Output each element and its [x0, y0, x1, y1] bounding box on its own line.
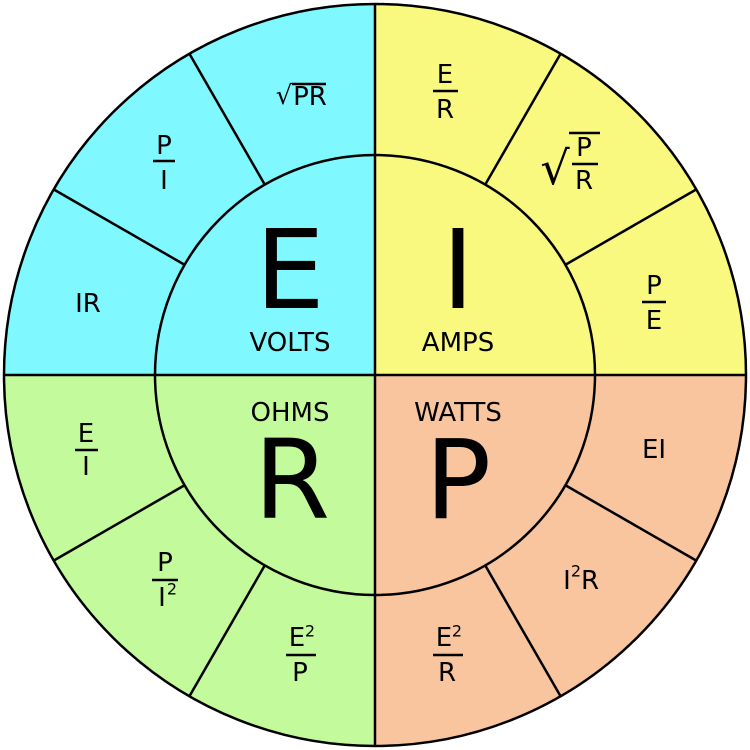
p-over-i-numerator: P — [156, 131, 172, 161]
e-over-i-denominator: I — [82, 452, 90, 482]
formula-p-over-i2: P I 2 — [152, 548, 178, 613]
i2r-base: I — [563, 566, 571, 596]
ohms-unit: OHMS — [251, 398, 330, 428]
formula-e-over-r: E R — [433, 60, 458, 125]
e-over-i-numerator: E — [78, 419, 94, 449]
e-over-r-numerator: E — [437, 60, 453, 90]
e2-over-r-exponent: 2 — [452, 622, 462, 641]
divider-ur-1 — [483, 52, 563, 186]
watts-symbol: P — [425, 416, 491, 544]
formula-e2-over-p: E 2 P — [286, 622, 316, 688]
formula-i2r: I 2 R — [563, 562, 599, 597]
inner-ring — [153, 153, 597, 597]
e2-over-p-exponent: 2 — [305, 622, 315, 641]
sqrt-pr-body: PR — [293, 82, 327, 112]
e2-over-p-denominator: P — [292, 658, 308, 688]
sqrt-p-over-r-numerator: P — [576, 133, 592, 163]
i2r-post: R — [581, 566, 599, 596]
p-over-i2-numerator: P — [157, 548, 173, 578]
formula-ei: EI — [642, 435, 666, 465]
formula-p-over-i: P I — [153, 131, 175, 196]
p-over-e-denominator: E — [646, 306, 662, 336]
formula-ir: IR — [75, 289, 101, 319]
divider-ur-2 — [564, 187, 698, 267]
volts-unit: VOLTS — [249, 328, 330, 358]
p-over-i2-exponent: 2 — [167, 580, 177, 599]
volts-quadrant — [3, 3, 375, 375]
formula-p-over-e: P E — [642, 271, 666, 336]
formula-e-over-i: E I — [75, 419, 98, 482]
divider-ll-1 — [52, 483, 186, 563]
divider-lr-1 — [564, 483, 698, 563]
e-over-r-denominator: R — [436, 95, 454, 125]
ohms-symbol: R — [254, 416, 330, 544]
divider-ul-2 — [52, 187, 186, 267]
divider-ul-1 — [187, 52, 267, 186]
sqrt-pr-radical: √ — [276, 81, 293, 111]
e2-over-p-numerator: E — [289, 623, 305, 653]
p-over-i-denominator: I — [160, 166, 168, 196]
divider-lr-2 — [483, 564, 563, 698]
p-over-e-numerator: P — [646, 271, 662, 301]
watts-unit: WATTS — [414, 398, 502, 428]
volts-symbol: E — [255, 206, 325, 334]
amps-unit: AMPS — [422, 328, 494, 358]
watts-quadrant — [375, 375, 747, 747]
amps-symbol: I — [442, 206, 474, 334]
ohms-quadrant — [3, 375, 375, 747]
e2-over-r-numerator: E — [436, 623, 452, 653]
amps-quadrant — [375, 3, 747, 375]
formula-sqrt-pr: √ PR — [276, 81, 327, 112]
p-over-i2-denominator: I — [158, 583, 166, 613]
sector-dividers — [52, 52, 698, 698]
e2-over-r-denominator: R — [438, 658, 456, 688]
i2r-exponent: 2 — [571, 562, 581, 581]
sqrt-p-over-r-radical: √ — [540, 141, 570, 195]
sqrt-p-over-r-denominator: R — [575, 166, 593, 196]
formula-sqrt-p-over-r: √ P R — [540, 131, 600, 196]
divider-ll-2 — [187, 564, 267, 698]
formula-e2-over-r: E 2 R — [433, 622, 463, 688]
